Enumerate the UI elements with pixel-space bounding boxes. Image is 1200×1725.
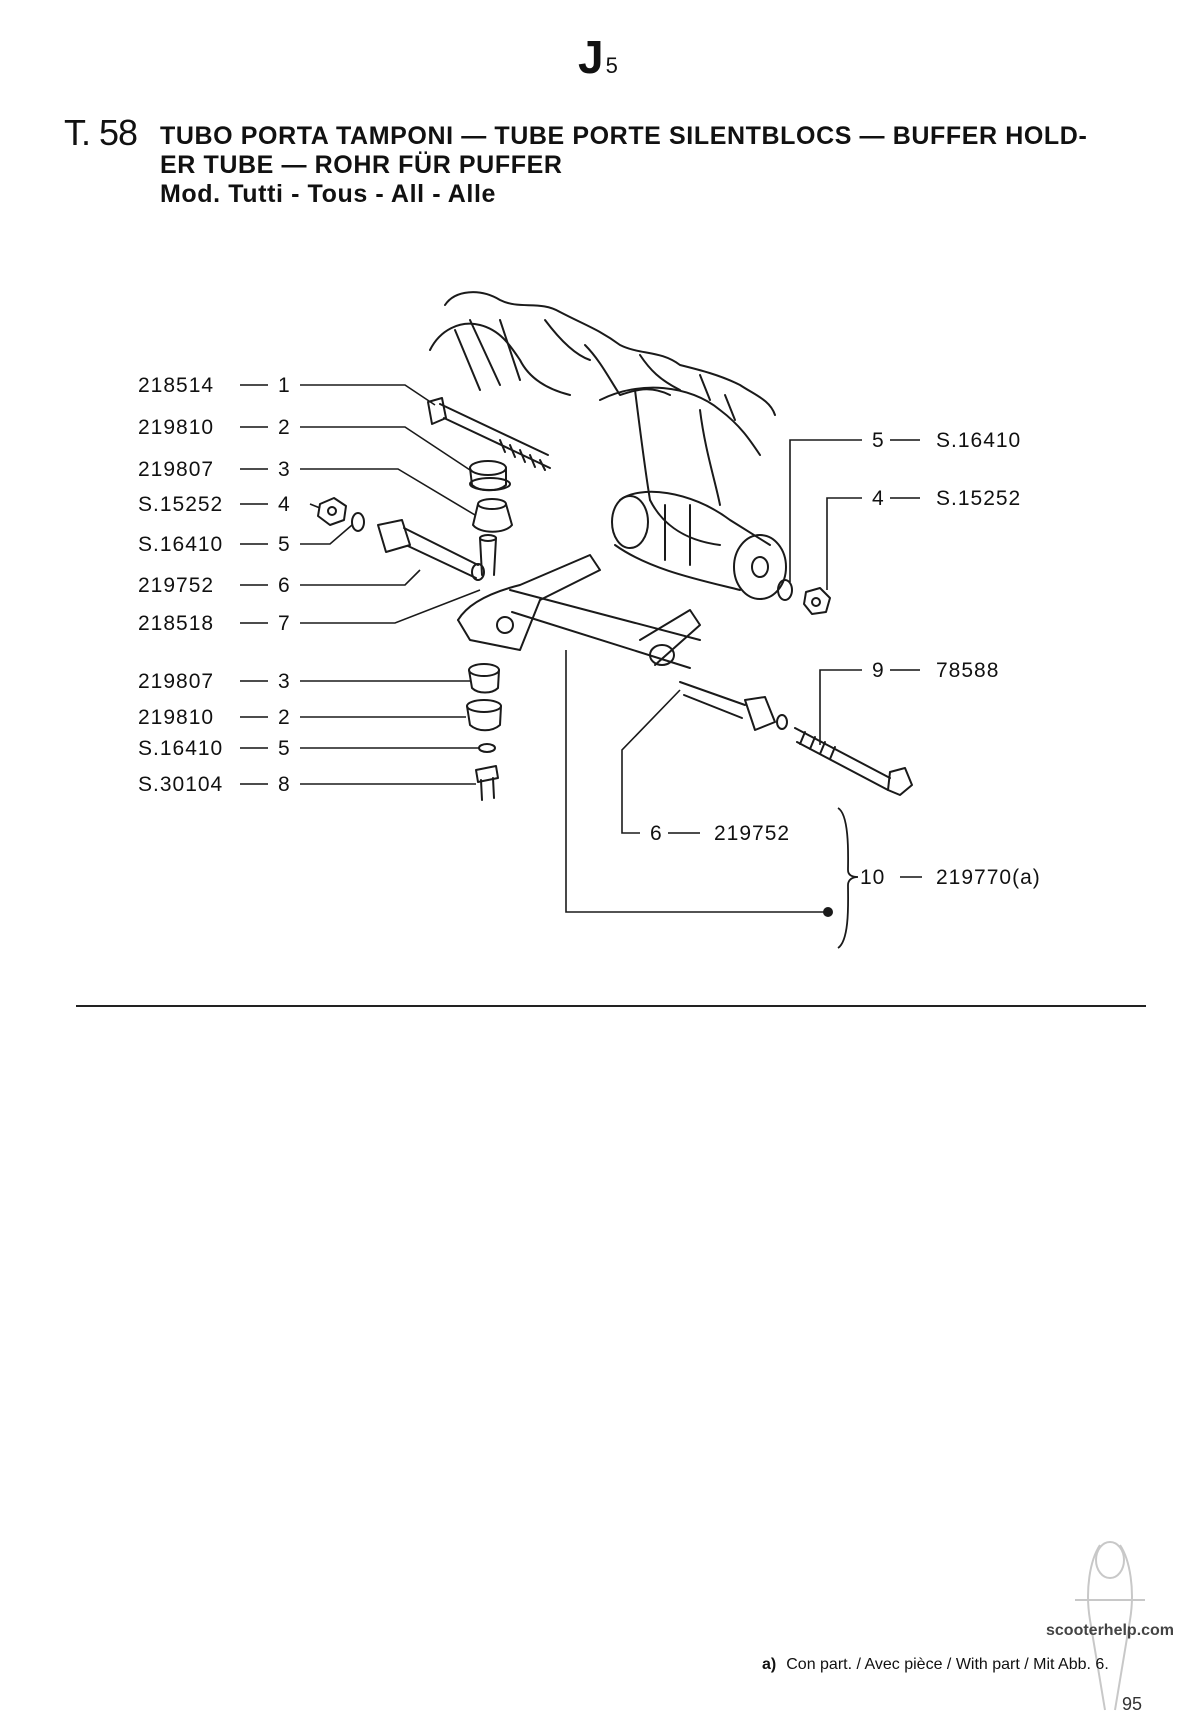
left-code-2: 219810 <box>138 416 214 439</box>
right-code-5: 219770(a) <box>936 866 1041 889</box>
page-title: TUBO PORTA TAMPONI — TUBE PORTE SILENTBL… <box>160 122 1087 209</box>
title-line-2: ER TUBE — ROHR FÜR PUFFER <box>160 151 563 179</box>
left-num-11: 8 <box>278 773 291 796</box>
left-num-9: 2 <box>278 706 291 729</box>
right-num-3: 9 <box>872 659 885 682</box>
title-line-1: TUBO PORTA TAMPONI — TUBE PORTE SILENTBL… <box>160 122 1088 150</box>
left-code-4: S.15252 <box>138 493 223 516</box>
right-code-2: S.15252 <box>936 487 1021 510</box>
left-code-3: 219807 <box>138 458 214 481</box>
left-code-8: 219807 <box>138 670 214 693</box>
right-code-3: 78588 <box>936 659 999 682</box>
group-brace <box>837 807 859 949</box>
part-tube-6 <box>377 519 497 581</box>
part-lower-stack <box>466 663 502 801</box>
leader-dot <box>823 907 833 917</box>
part-nut-4 <box>317 497 347 526</box>
left-code-7: 218518 <box>138 612 214 635</box>
table-id: T. 58 <box>64 112 138 153</box>
part-right-washer-nut <box>777 579 831 615</box>
title-line-3: Mod. Tutti - Tous - All - Alle <box>160 180 496 208</box>
left-label-dashes <box>240 384 268 785</box>
left-code-6: 219752 <box>138 574 214 597</box>
part-bracket-7 <box>457 554 701 669</box>
part-buffer-3 <box>472 498 513 533</box>
section-letter: J5 <box>578 30 618 84</box>
page-number: 95 <box>1122 1694 1143 1714</box>
engine-casing-drawing <box>429 291 787 600</box>
footnote-text: Con part. / Avec pièce / With part / Mit… <box>786 1656 1109 1673</box>
left-num-2: 2 <box>278 416 291 439</box>
left-code-5: S.16410 <box>138 533 223 556</box>
left-num-10: 5 <box>278 737 291 760</box>
section-number: 5 <box>605 53 618 78</box>
left-num-3: 3 <box>278 458 291 481</box>
left-code-10: S.16410 <box>138 737 223 760</box>
right-code-4: 219752 <box>714 822 790 845</box>
part-bolt-1 <box>427 397 551 471</box>
left-labels: 218514 1 219810 2 219807 3 S.15252 4 S.1… <box>138 374 291 796</box>
right-label-dashes <box>668 439 922 878</box>
part-washer-5 <box>351 512 365 532</box>
left-num-7: 7 <box>278 612 291 635</box>
left-num-4: 4 <box>278 493 291 516</box>
part-tube-6-right <box>679 681 788 731</box>
right-code-1: S.16410 <box>936 429 1021 452</box>
section-divider <box>76 1005 1146 1007</box>
left-num-1: 1 <box>278 374 291 397</box>
scooter-figure-watermark <box>1075 1541 1145 1711</box>
right-num-5: 10 <box>860 866 885 889</box>
right-num-4: 6 <box>650 822 663 845</box>
leader-lines <box>300 384 862 913</box>
left-num-6: 6 <box>278 574 291 597</box>
left-code-9: 219810 <box>138 706 214 729</box>
footnote: a) Con part. / Avec pièce / With part / M… <box>762 1656 1109 1674</box>
right-num-1: 5 <box>872 429 885 452</box>
section-letter-text: J <box>578 31 604 83</box>
left-num-8: 3 <box>278 670 291 693</box>
watermark-text: scooterhelp.com <box>1046 1622 1175 1639</box>
left-code-11: S.30104 <box>138 773 223 796</box>
left-code-1: 218514 <box>138 374 214 397</box>
left-num-5: 5 <box>278 533 291 556</box>
footnote-mark: a) <box>762 1656 777 1673</box>
right-labels: 5 S.16410 4 S.15252 9 78588 6 219752 10 … <box>650 429 1041 889</box>
part-bushing-2 <box>469 460 511 492</box>
right-num-2: 4 <box>872 487 885 510</box>
part-bolt-9 <box>794 727 913 796</box>
